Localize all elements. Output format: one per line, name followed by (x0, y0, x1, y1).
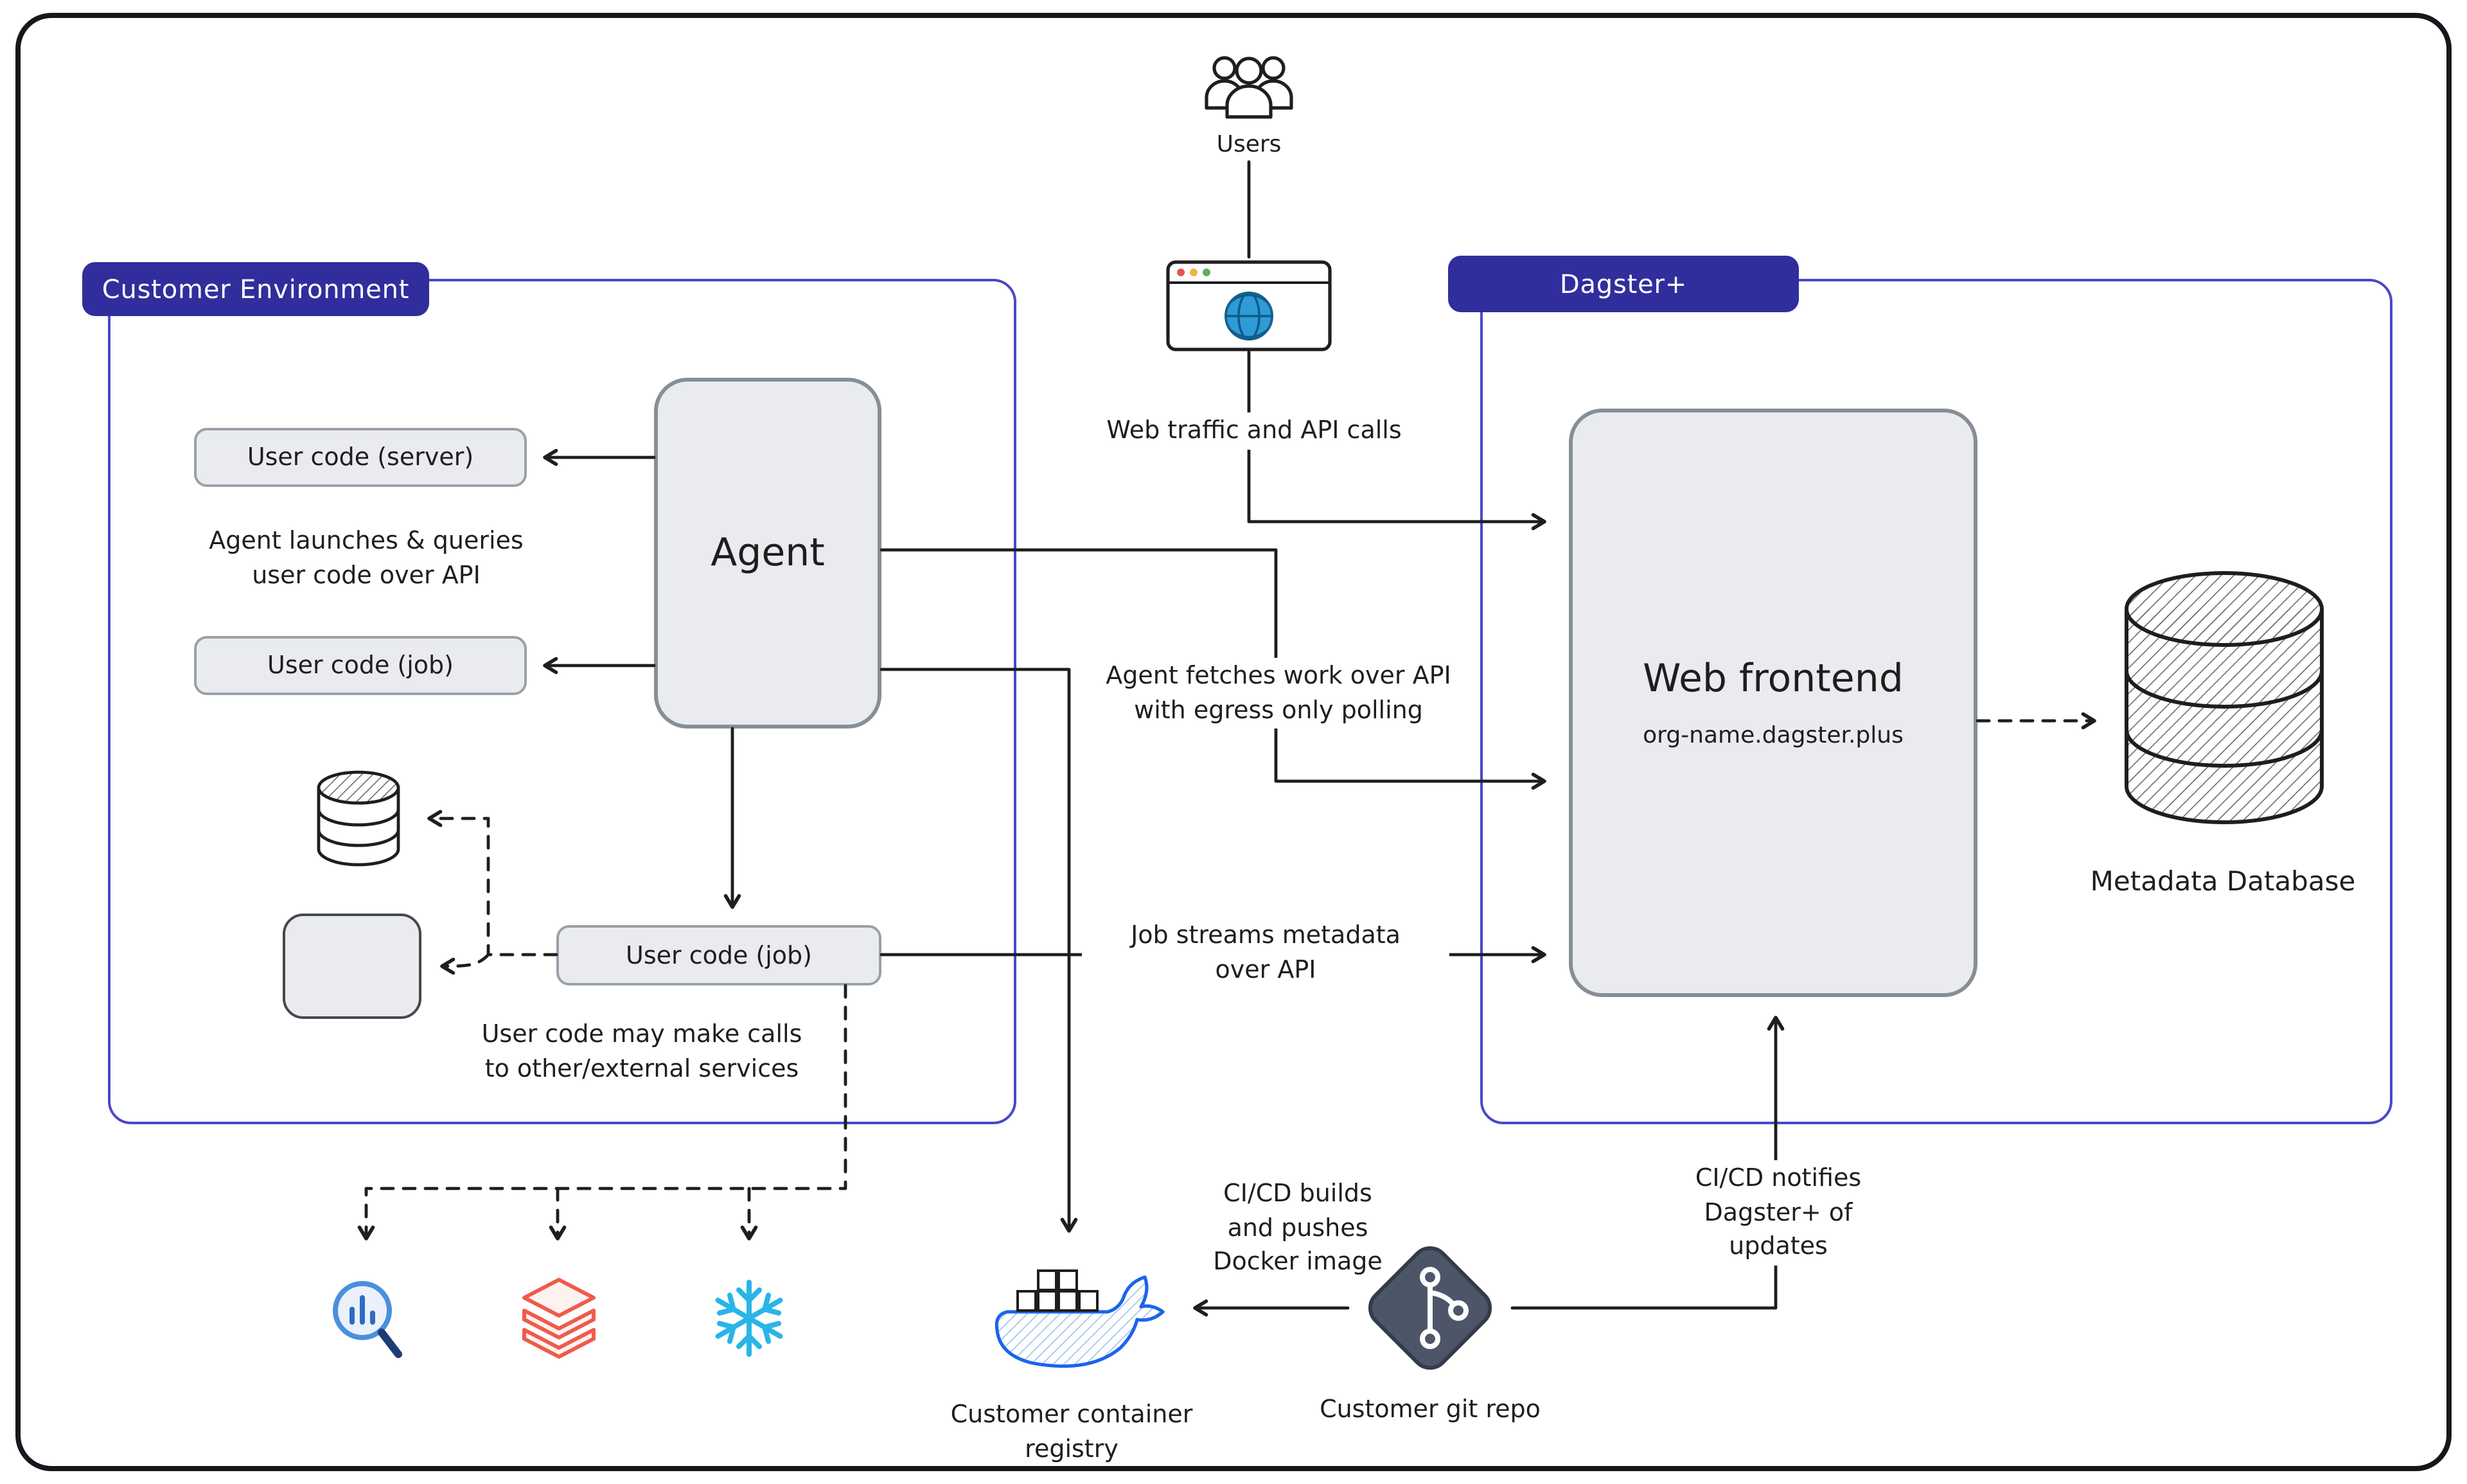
git-repo-icon (1348, 1231, 1512, 1390)
external-service-node (283, 914, 421, 1019)
external-calls-note: User code may make calls to other/extern… (481, 1020, 802, 1083)
git-repo-label: Customer git repo (1320, 1395, 1541, 1424)
cicd-notifies-label: CI/CD notifies Dagster+ of updates (1673, 1160, 1884, 1266)
user-code-server-label: User code (server) (247, 443, 474, 472)
metadata-database-icon (2114, 555, 2335, 845)
agent-fetches-label: Agent fetches work over API with egress … (1092, 658, 1465, 729)
dagster-plus-tab-label: Dagster+ (1559, 269, 1688, 299)
web-frontend-node: Web frontend org-name.dagster.plus (1569, 409, 1977, 997)
browser-icon (1165, 260, 1332, 357)
agent-node: Agent (654, 378, 881, 729)
web-frontend-title: Web frontend (1643, 657, 1904, 702)
agent-label: Agent (711, 531, 825, 576)
user-code-job-top-node: User code (job) (194, 636, 527, 695)
container-registry-label: Customer container registry (950, 1400, 1193, 1463)
users-icon (1203, 49, 1295, 128)
database-icon (308, 762, 409, 880)
user-code-job-top-label: User code (job) (267, 651, 454, 680)
web-traffic-label: Web traffic and API calls (1074, 412, 1434, 450)
databricks-icon (514, 1272, 604, 1370)
user-code-job-bottom-label: User code (job) (626, 941, 812, 969)
user-code-job-bottom-node: User code (job) (556, 925, 881, 985)
globe-icon (1225, 292, 1273, 340)
users-label: Users (1216, 131, 1282, 158)
web-frontend-subtitle: org-name.dagster.plus (1643, 722, 1904, 749)
snowflake-icon (708, 1272, 790, 1370)
outer-frame (15, 13, 2452, 1471)
metadata-database-label: Metadata Database (2090, 866, 2356, 897)
customer-environment-tab-label: Customer Environment (102, 274, 410, 305)
customer-environment-tab: Customer Environment (82, 262, 429, 316)
cicd-builds-label: CI/CD builds and pushes Docker image (1213, 1179, 1383, 1276)
dagster-plus-tab: Dagster+ (1448, 256, 1799, 312)
docker-whale-icon (989, 1253, 1177, 1391)
agent-launch-note: Agent launches & queries user code over … (209, 527, 524, 590)
user-code-server-node: User code (server) (194, 428, 527, 487)
job-streams-label: Job streams metadata over API (1082, 917, 1449, 989)
analytics-icon (326, 1275, 409, 1370)
